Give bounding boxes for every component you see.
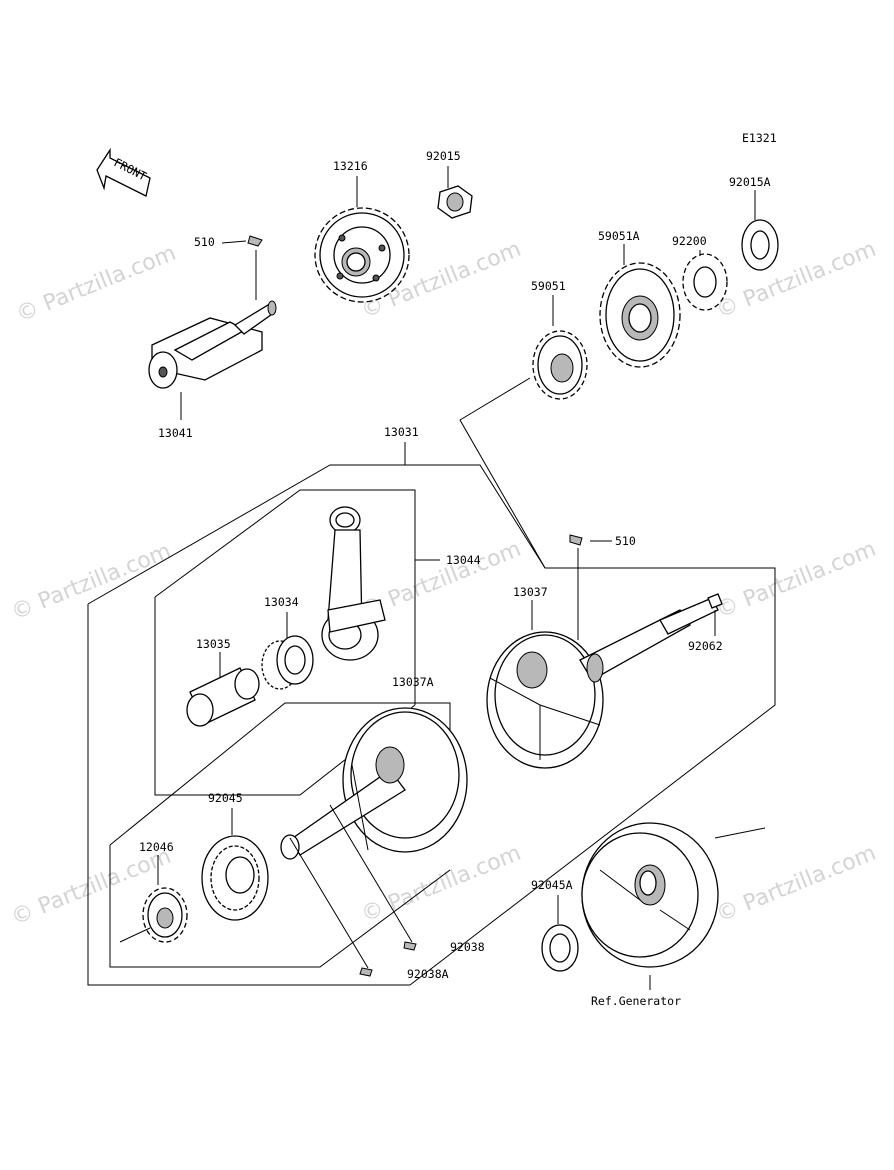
label-92015A[interactable]: 92015A [729,175,771,189]
label-59051[interactable]: 59051 [531,279,566,293]
label-13035[interactable]: 13035 [196,637,231,651]
diagram-code: E1321 [742,131,777,145]
bolt-92062 [707,593,723,636]
crankshaft-assembly-outline [87,442,776,986]
label-13041[interactable]: 13041 [158,426,193,440]
nut-92015 [437,166,473,219]
label-92045A[interactable]: 92045A [531,878,573,892]
crank-pin-13035 [186,652,260,727]
label-510-lower[interactable]: 510 [615,534,636,548]
front-arrow-icon: FRONT [96,147,151,197]
assembly-line-59051 [459,377,740,569]
generator-rotor [581,822,766,990]
ball-bearing-92045 [201,808,269,921]
washer-92200 [682,250,728,311]
watermark-text: © Partzilla.com [713,237,880,324]
nut-92015A [741,190,779,271]
flywheel-half-13037A [280,707,468,860]
label-92038A[interactable]: 92038A [407,967,449,981]
watermark-text: © Partzilla.com [713,841,880,928]
watermark-text: © Partzilla.com [713,537,880,624]
label-59051A[interactable]: 59051A [598,229,640,243]
label-ref-generator[interactable]: Ref.Generator [591,994,681,1008]
watermark-text: © Partzilla.com [358,841,525,928]
label-13034[interactable]: 13034 [264,595,299,609]
label-92038[interactable]: 92038 [450,940,485,954]
label-13044[interactable]: 13044 [446,553,481,567]
label-12046[interactable]: 12046 [139,840,174,854]
gear-13216 [314,176,410,303]
keys-92038 [289,804,417,977]
gear-59051A [599,244,681,368]
label-13037[interactable]: 13037 [513,585,548,599]
gear-59051 [532,295,588,400]
bearing-92045A [541,895,579,972]
key-510-upper [221,235,263,300]
connecting-rod-13044 [321,506,386,661]
key-510-lower [569,534,612,640]
label-13216[interactable]: 13216 [333,159,368,173]
watermark-text: © Partzilla.com [8,539,175,626]
label-510-upper[interactable]: 510 [194,235,215,249]
label-92200[interactable]: 92200 [672,234,707,248]
label-92062[interactable]: 92062 [688,639,723,653]
balancer-shaft-13041 [148,300,277,420]
sprocket-12046 [119,855,188,943]
watermark-text: © Partzilla.com [13,241,180,328]
label-13037A[interactable]: 13037A [392,675,434,689]
needle-bearing-13034 [261,612,314,690]
label-92015[interactable]: 92015 [426,149,461,163]
label-92045[interactable]: 92045 [208,791,243,805]
flywheel-half-13037 [486,597,719,769]
label-13031[interactable]: 13031 [384,425,419,439]
